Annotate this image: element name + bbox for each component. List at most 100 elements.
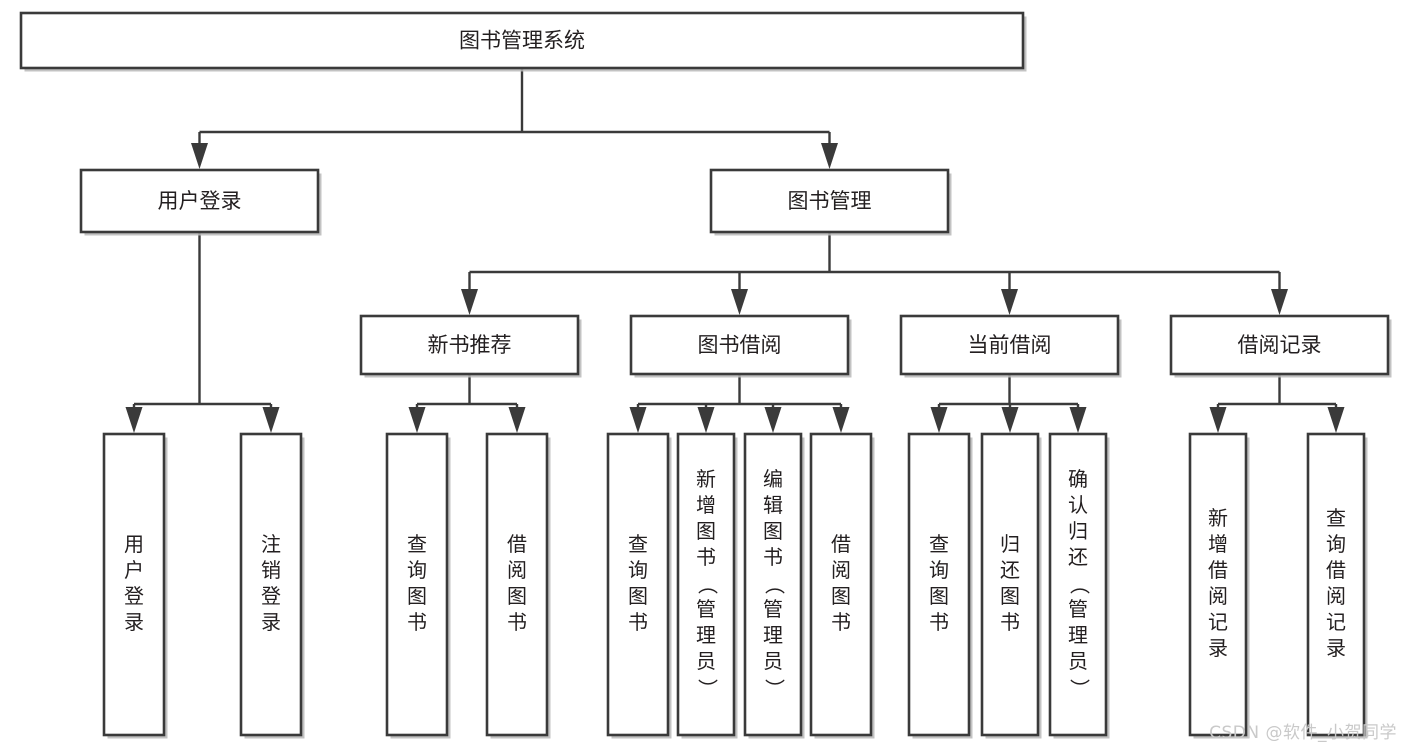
node-box[interactable]	[743, 432, 803, 737]
node-label-char: 理	[763, 623, 783, 647]
arrow-head-icon	[1209, 407, 1227, 433]
node-box[interactable]	[676, 432, 736, 737]
arrow-head-icon	[408, 407, 426, 433]
node-label-char: 理	[1068, 623, 1088, 647]
node-label-char: 增	[696, 493, 716, 517]
node-label-char: 注	[261, 532, 281, 556]
node-label-char: 录	[1326, 636, 1346, 660]
node-label-char: 确	[1068, 467, 1088, 491]
node-box[interactable]	[1048, 432, 1108, 737]
node-box[interactable]	[809, 432, 873, 737]
node-label-char: 员	[1068, 649, 1088, 673]
node-label-char: 询	[929, 558, 949, 582]
node-current[interactable]: 当前借阅	[899, 314, 1122, 378]
arrow-head-icon	[1001, 289, 1018, 315]
node-label-char: 还	[1068, 545, 1088, 569]
node-label-char: 书	[763, 545, 783, 569]
node-label-char: 询	[407, 558, 427, 582]
node-label: 借阅记录	[1238, 333, 1322, 357]
arrow-head-icon	[125, 407, 143, 433]
node-box[interactable]	[980, 432, 1040, 737]
node-label-char: 管	[763, 597, 783, 621]
node-box[interactable]	[79, 168, 320, 234]
node-label-char: 查	[929, 532, 949, 556]
node-label-char: 管	[1068, 597, 1088, 621]
node-label-char: 记	[1326, 610, 1346, 634]
node-label-char: 销	[261, 558, 281, 582]
node-label-char: 书	[696, 545, 716, 569]
node-box[interactable]	[359, 314, 580, 376]
node-label-char: 借	[831, 532, 851, 556]
node-label: 新书推荐	[428, 333, 512, 357]
node-label-char: 询	[1326, 532, 1346, 556]
node-newrec[interactable]: 新书推荐	[359, 314, 582, 378]
node-borrow[interactable]: 图书借阅	[629, 314, 852, 378]
node-label-char: 归	[1000, 532, 1020, 556]
node-box[interactable]	[1306, 432, 1366, 737]
arrow-head-icon	[731, 289, 748, 315]
node-label-char: 询	[628, 558, 648, 582]
node-box[interactable]	[19, 11, 1025, 70]
node-bookmgmt[interactable]: 图书管理	[709, 168, 952, 236]
node-box[interactable]	[485, 432, 549, 737]
node-label-char: （	[763, 575, 787, 595]
node-l_userlogin[interactable]: 用户登录	[102, 432, 168, 739]
node-label-char: 图	[628, 584, 648, 608]
node-label-char: 阅	[1326, 584, 1346, 608]
node-label-char: 借	[1326, 558, 1346, 582]
node-label-char: 用	[124, 532, 144, 556]
arrow-head-icon	[629, 407, 647, 433]
node-label-char: 书	[929, 610, 949, 634]
node-label-char: 增	[1208, 532, 1228, 556]
node-label-char: 图	[763, 519, 783, 543]
arrow-head-icon	[1001, 407, 1019, 433]
node-box[interactable]	[907, 432, 971, 737]
node-label-char: 书	[1000, 610, 1020, 634]
arrow-head-icon	[930, 407, 948, 433]
node-label-char: 新	[696, 467, 716, 491]
node-records[interactable]: 借阅记录	[1169, 314, 1392, 378]
edge-layer	[125, 68, 1345, 433]
node-box[interactable]	[709, 168, 950, 234]
node-label-char: 图	[929, 584, 949, 608]
node-label-char: 查	[1326, 506, 1346, 530]
node-box[interactable]	[899, 314, 1120, 376]
node-box[interactable]	[1169, 314, 1390, 376]
node-label-char: ）	[1068, 679, 1092, 699]
node-label-char: 书	[628, 610, 648, 634]
arrow-head-icon	[821, 143, 838, 169]
node-box[interactable]	[102, 432, 166, 737]
arrow-head-icon	[764, 407, 782, 433]
node-box[interactable]	[606, 432, 670, 737]
node-label-char: 书	[407, 610, 427, 634]
node-root[interactable]: 图书管理系统	[19, 11, 1027, 72]
node-label-char: 图	[1000, 584, 1020, 608]
node-label-char: （	[696, 575, 720, 595]
node-label-char: 登	[124, 584, 144, 608]
node-label-char: 阅	[1208, 584, 1228, 608]
node-login[interactable]: 用户登录	[79, 168, 322, 236]
node-box[interactable]	[1188, 432, 1248, 737]
node-box[interactable]	[629, 314, 850, 376]
node-box[interactable]	[385, 432, 449, 737]
node-label-char: 录	[1208, 636, 1228, 660]
node-label: 当前借阅	[968, 333, 1052, 357]
node-label-char: 还	[1000, 558, 1020, 582]
node-label-char: 图	[696, 519, 716, 543]
node-box[interactable]	[239, 432, 303, 737]
arrow-head-icon	[461, 289, 478, 315]
